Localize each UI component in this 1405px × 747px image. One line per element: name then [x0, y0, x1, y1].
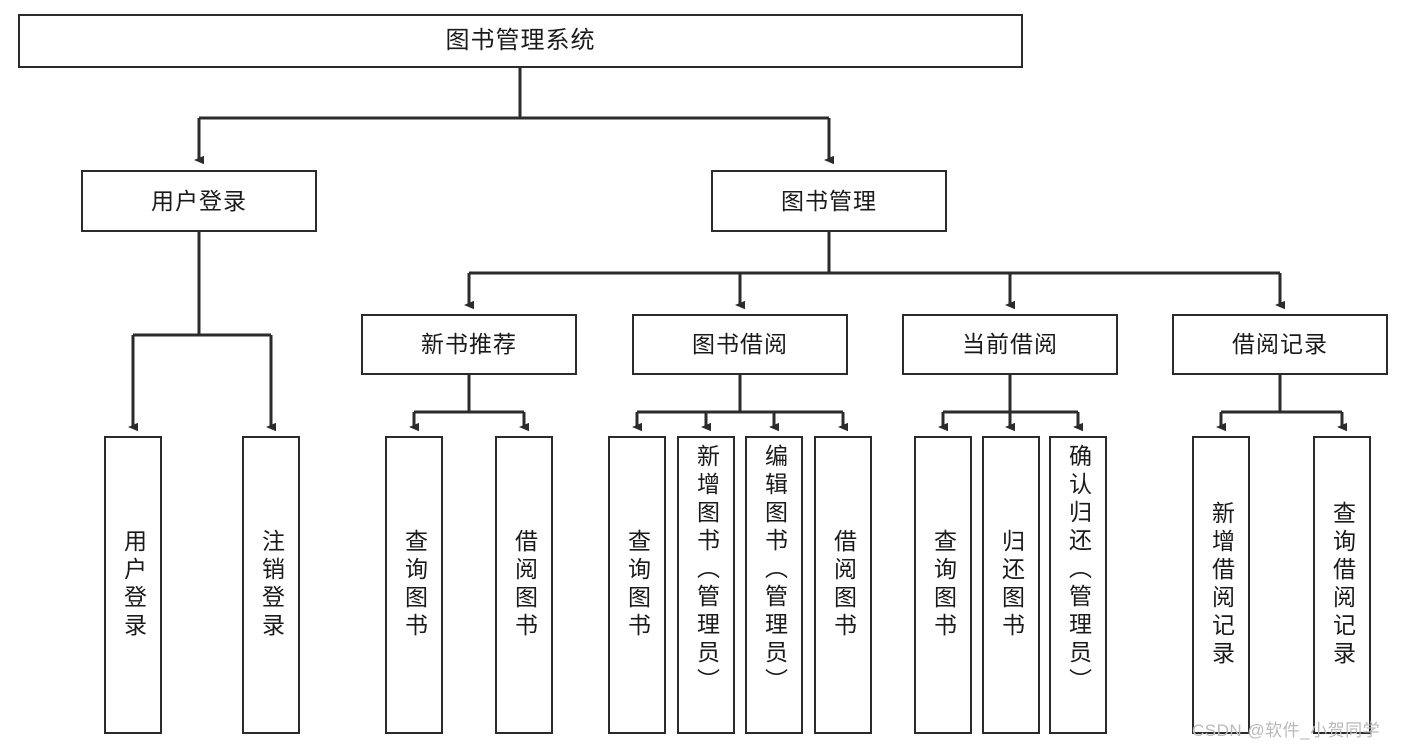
- node-leaf-borrow-book-1[interactable]: 借阅图书: [495, 436, 553, 734]
- node-book-manage[interactable]: 图书管理: [711, 170, 947, 232]
- node-current-borrow-label: 当前借阅: [962, 331, 1058, 358]
- node-root[interactable]: 图书管理系统: [18, 14, 1023, 68]
- node-leaf-query-book-2[interactable]: 查询图书: [608, 436, 666, 734]
- node-borrow-record[interactable]: 借阅记录: [1172, 314, 1388, 375]
- node-leaf-user-login-label: 用户登录: [120, 529, 147, 641]
- node-leaf-user-login[interactable]: 用户登录: [104, 436, 162, 734]
- node-user-login[interactable]: 用户登录: [81, 170, 317, 232]
- node-leaf-edit-book[interactable]: 编辑图书（管理员）: [745, 436, 803, 734]
- node-leaf-user-logout-label: 注销登录: [258, 529, 285, 641]
- node-leaf-borrow-book-2[interactable]: 借阅图书: [814, 436, 872, 734]
- node-leaf-user-logout[interactable]: 注销登录: [242, 436, 300, 734]
- node-leaf-add-record-label: 新增借阅记录: [1208, 501, 1235, 669]
- watermark: CSDN @软件_小贺同学: [1192, 721, 1381, 740]
- node-leaf-add-book[interactable]: 新增图书（管理员）: [677, 436, 735, 734]
- node-borrow-record-label: 借阅记录: [1232, 331, 1328, 358]
- node-leaf-query-record-label: 查询借阅记录: [1329, 501, 1356, 669]
- node-leaf-add-book-label: 新增图书（管理员）: [693, 444, 720, 696]
- node-leaf-confirm-return-label: 确认归还（管理员）: [1065, 444, 1092, 696]
- node-root-label: 图书管理系统: [445, 27, 596, 55]
- node-new-book-recommend-label: 新书推荐: [421, 331, 517, 358]
- node-book-borrow-label: 图书借阅: [692, 331, 788, 358]
- node-leaf-query-book-1-label: 查询图书: [401, 529, 428, 641]
- node-book-borrow[interactable]: 图书借阅: [632, 314, 848, 375]
- node-leaf-return-book-label: 归还图书: [998, 529, 1025, 641]
- node-leaf-query-record[interactable]: 查询借阅记录: [1313, 436, 1371, 734]
- node-book-manage-label: 图书管理: [781, 187, 877, 214]
- node-leaf-add-record[interactable]: 新增借阅记录: [1192, 436, 1250, 734]
- node-leaf-edit-book-label: 编辑图书（管理员）: [761, 444, 788, 696]
- node-user-login-label: 用户登录: [151, 187, 247, 214]
- node-leaf-borrow-book-2-label: 借阅图书: [830, 529, 857, 641]
- node-leaf-confirm-return[interactable]: 确认归还（管理员）: [1049, 436, 1107, 734]
- node-leaf-borrow-book-1-label: 借阅图书: [511, 529, 538, 641]
- node-leaf-query-book-2-label: 查询图书: [624, 529, 651, 641]
- node-new-book-recommend[interactable]: 新书推荐: [361, 314, 577, 375]
- node-current-borrow[interactable]: 当前借阅: [902, 314, 1118, 375]
- node-leaf-return-book[interactable]: 归还图书: [982, 436, 1040, 734]
- node-leaf-query-book-1[interactable]: 查询图书: [385, 436, 443, 734]
- node-leaf-query-book-3[interactable]: 查询图书: [914, 436, 972, 734]
- node-leaf-query-book-3-label: 查询图书: [930, 529, 957, 641]
